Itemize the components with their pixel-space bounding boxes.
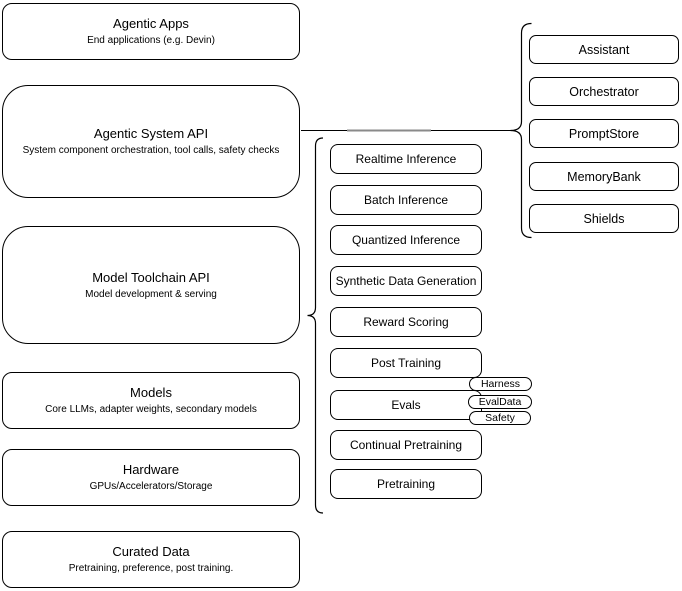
box-curated-data: Curated Data Pretraining, preference, po… (2, 531, 300, 588)
box-title: Models (130, 385, 172, 400)
box-title: Curated Data (112, 544, 190, 559)
component-promptstore: PromptStore (529, 119, 679, 148)
box-title: Hardware (122, 462, 180, 477)
component-orchestrator: Orchestrator (529, 77, 679, 106)
eval-tag-safety: Safety (469, 411, 531, 425)
toolchain-item-realtime-inference: Realtime Inference (330, 144, 482, 174)
box-models: Models Core LLMs, adapter weights, secon… (2, 372, 300, 429)
component-shields: Shields (529, 204, 679, 233)
box-subtitle: Model development & serving (85, 288, 217, 300)
box-title: Agentic System API (93, 126, 209, 141)
box-subtitle: Pretraining, preference, post training. (68, 563, 234, 574)
eval-tag-harness: Harness (469, 377, 532, 391)
box-title: Agentic Apps (113, 16, 189, 31)
component-assistant: Assistant (529, 35, 679, 64)
toolchain-item-reward-scoring: Reward Scoring (330, 307, 482, 337)
box-hardware: Hardware GPUs/Accelerators/Storage (2, 449, 300, 506)
box-agentic-system-api: Agentic System API System component orch… (2, 85, 300, 198)
box-agentic-apps: Agentic Apps End applications (e.g. Devi… (2, 3, 300, 60)
box-subtitle: Core LLMs, adapter weights, secondary mo… (45, 404, 257, 415)
toolchain-brace-icon (307, 137, 324, 514)
box-subtitle: GPUs/Accelerators/Storage (89, 481, 213, 492)
box-title: Model Toolchain API (92, 269, 210, 285)
toolchain-item-post-training: Post Training (330, 348, 482, 378)
box-model-toolchain-api: Model Toolchain API Model development & … (2, 226, 300, 344)
toolchain-item-evals: Evals (330, 390, 482, 420)
box-subtitle: End applications (e.g. Devin) (87, 35, 215, 46)
toolchain-item-quantized-inference: Quantized Inference (330, 225, 482, 255)
component-memorybank: MemoryBank (529, 162, 679, 191)
box-subtitle: System component orchestration, tool cal… (22, 145, 280, 156)
eval-tag-evaldata: EvalData (468, 395, 532, 409)
toolchain-item-batch-inference: Batch Inference (330, 185, 482, 215)
toolchain-item-continual-pretraining: Continual Pretraining (330, 430, 482, 460)
toolchain-item-pretraining: Pretraining (330, 469, 482, 499)
toolchain-item-synthetic-data-generation: Synthetic Data Generation (330, 266, 482, 296)
